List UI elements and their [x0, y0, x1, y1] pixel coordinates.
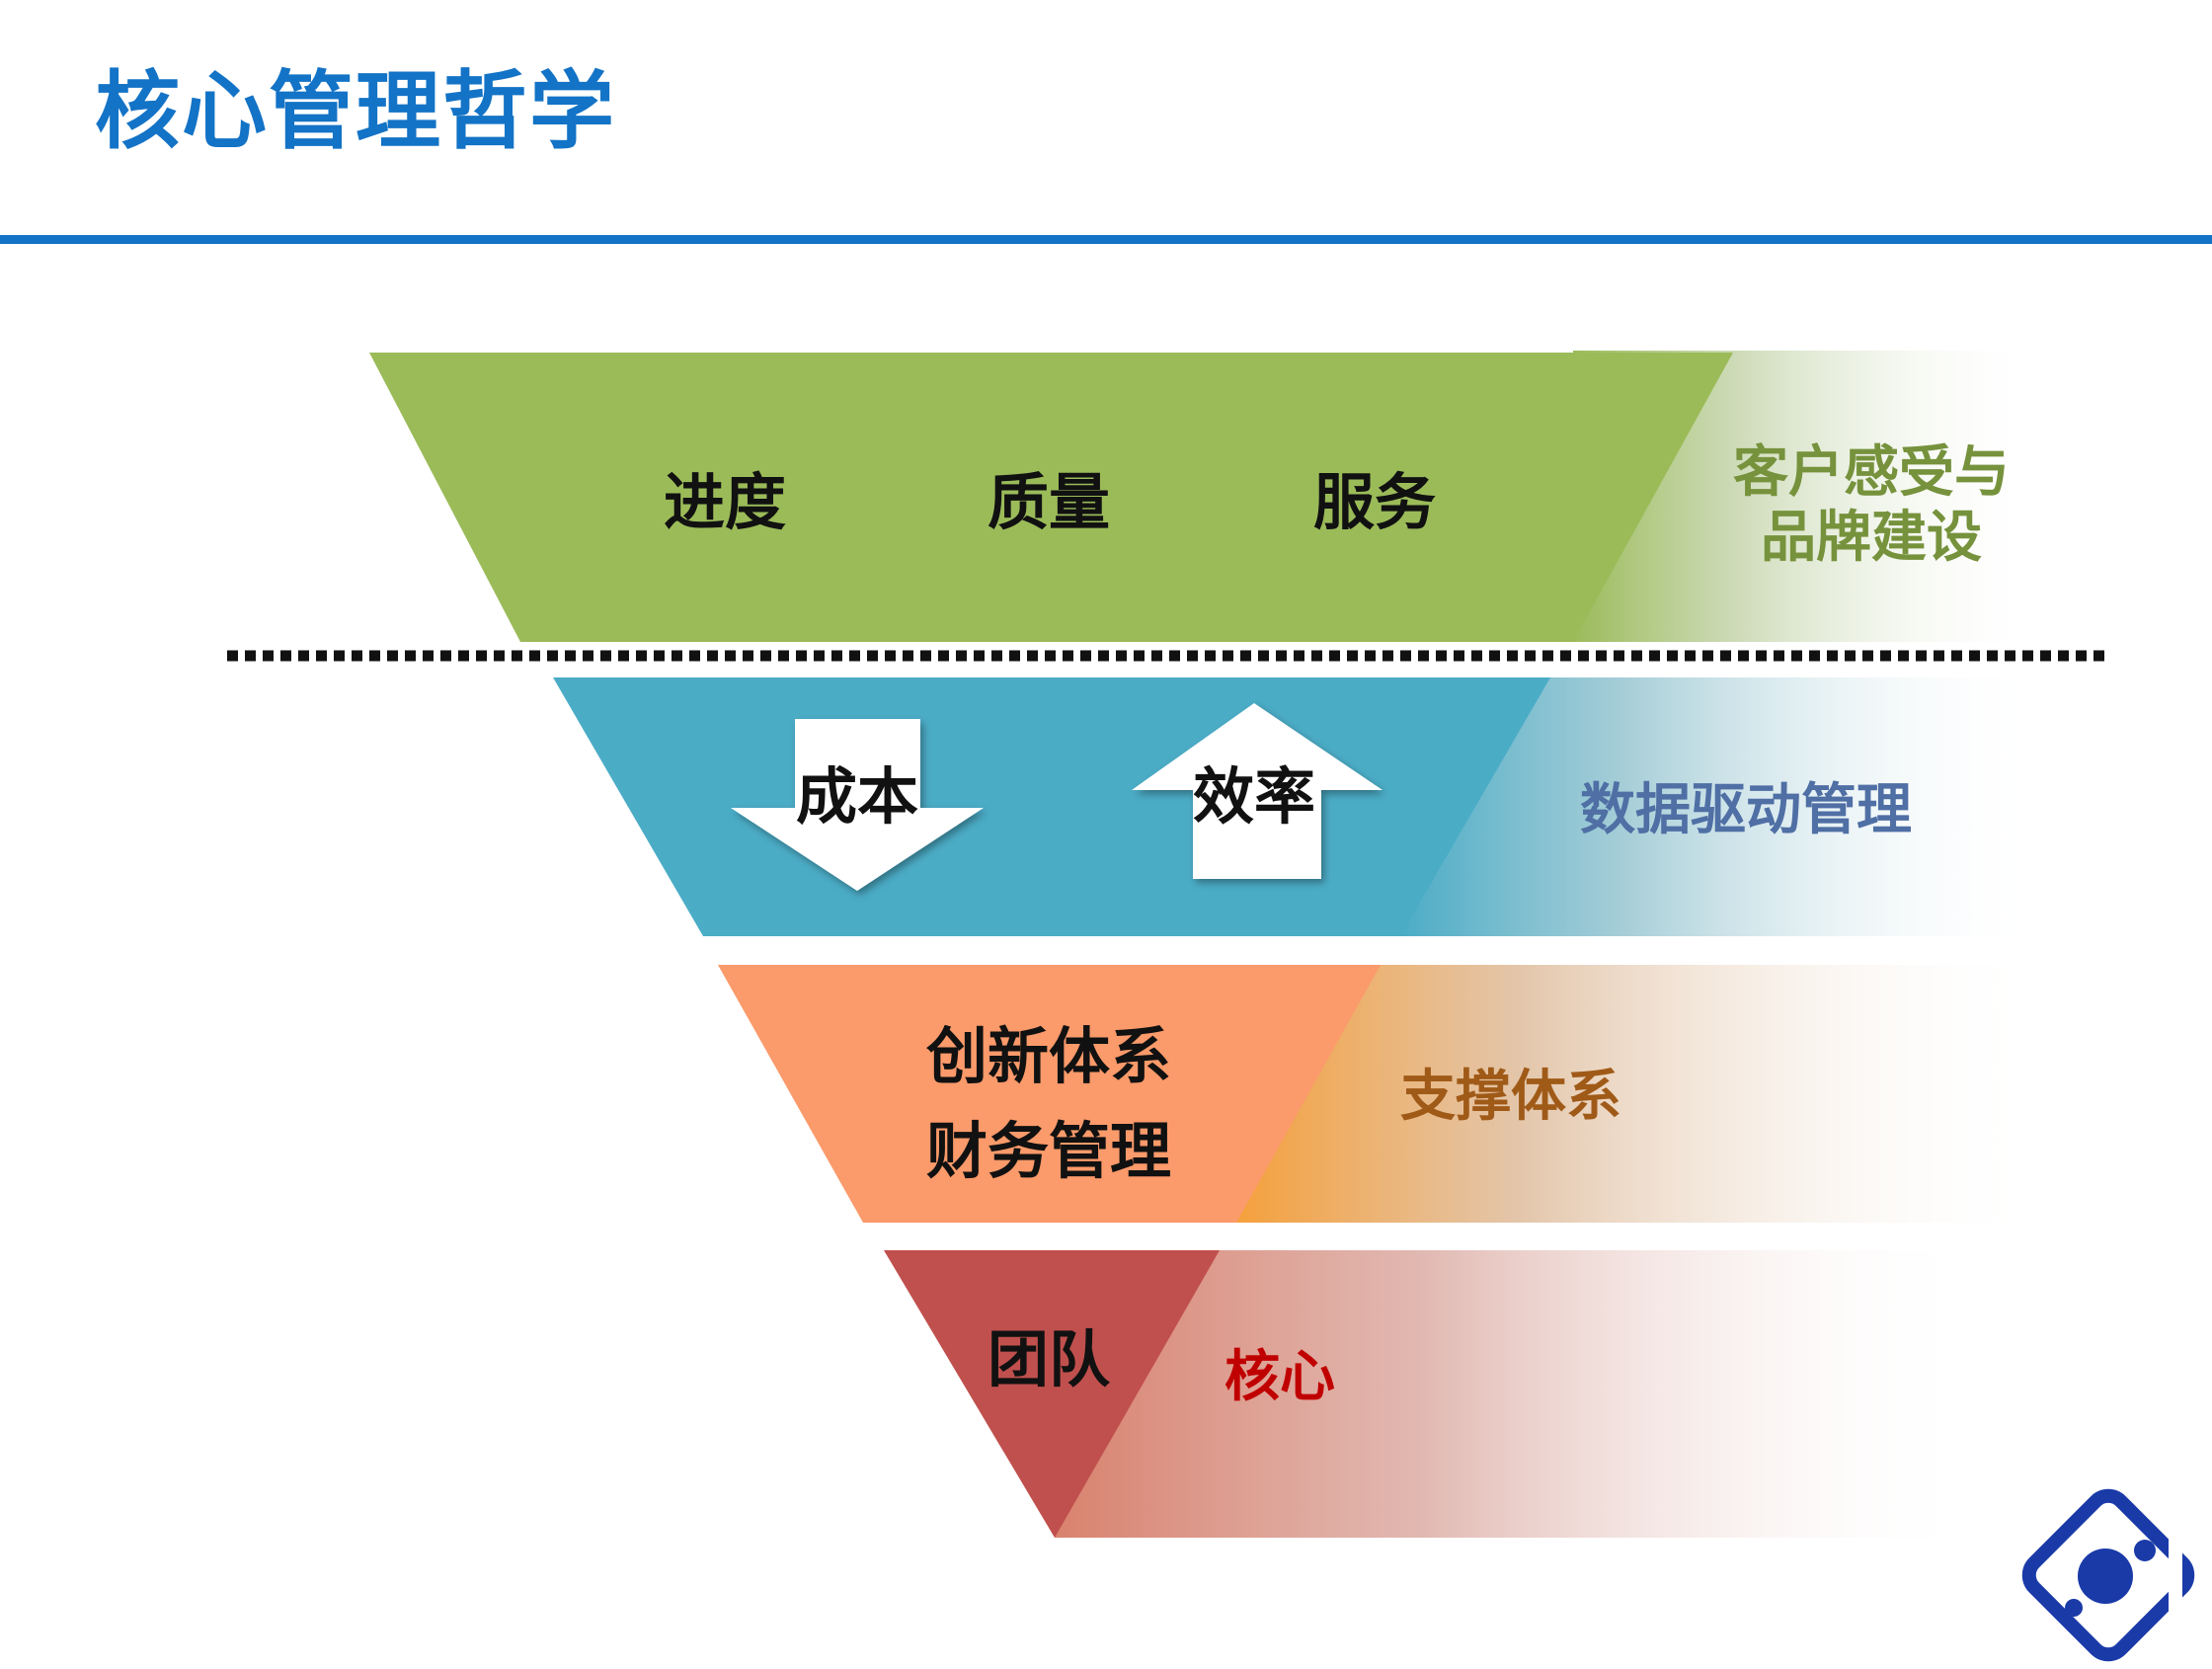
- page-title: 核心管理哲学: [95, 62, 616, 161]
- level1-side-label: 客户感受与 品牌建设: [1733, 440, 2010, 571]
- innovation-system-label: 创新体系: [926, 1020, 1172, 1092]
- level1-item-quality: 质量: [988, 466, 1111, 538]
- level2-trapezoid: [553, 677, 1550, 936]
- title-divider: [0, 235, 2212, 244]
- level1-trapezoid: [369, 353, 1733, 642]
- down-arrow-icon: [731, 719, 984, 891]
- level4-side-band: [1055, 1250, 1975, 1538]
- level1-side-label-line1: 客户感受与: [1733, 440, 2010, 505]
- level1-side-label-line2: 品牌建设: [1761, 506, 1982, 571]
- level2-side-label: 数据驱动管理: [1580, 778, 1912, 842]
- level1-item-service: 服务: [1313, 466, 1437, 538]
- team-label: 团队: [988, 1323, 1111, 1395]
- company-logo-icon: [2021, 1488, 2195, 1662]
- financial-management-label: 财务管理: [926, 1115, 1172, 1188]
- level4-side-label: 核心: [1224, 1345, 1335, 1409]
- level4-triangle: [884, 1250, 1220, 1538]
- efficiency-label: 效率: [1193, 760, 1316, 833]
- level2-side-band: [1400, 677, 2039, 936]
- up-arrow-icon: [1132, 703, 1382, 879]
- cost-label: 成本: [796, 760, 919, 833]
- level3-side-label: 支撑体系: [1400, 1065, 1621, 1129]
- level3-trapezoid: [718, 965, 1381, 1223]
- level3-side-band: [1236, 965, 2039, 1223]
- level1-item-progress: 进度: [664, 466, 787, 538]
- level3-text: 创新体系 财务管理: [926, 1009, 1171, 1199]
